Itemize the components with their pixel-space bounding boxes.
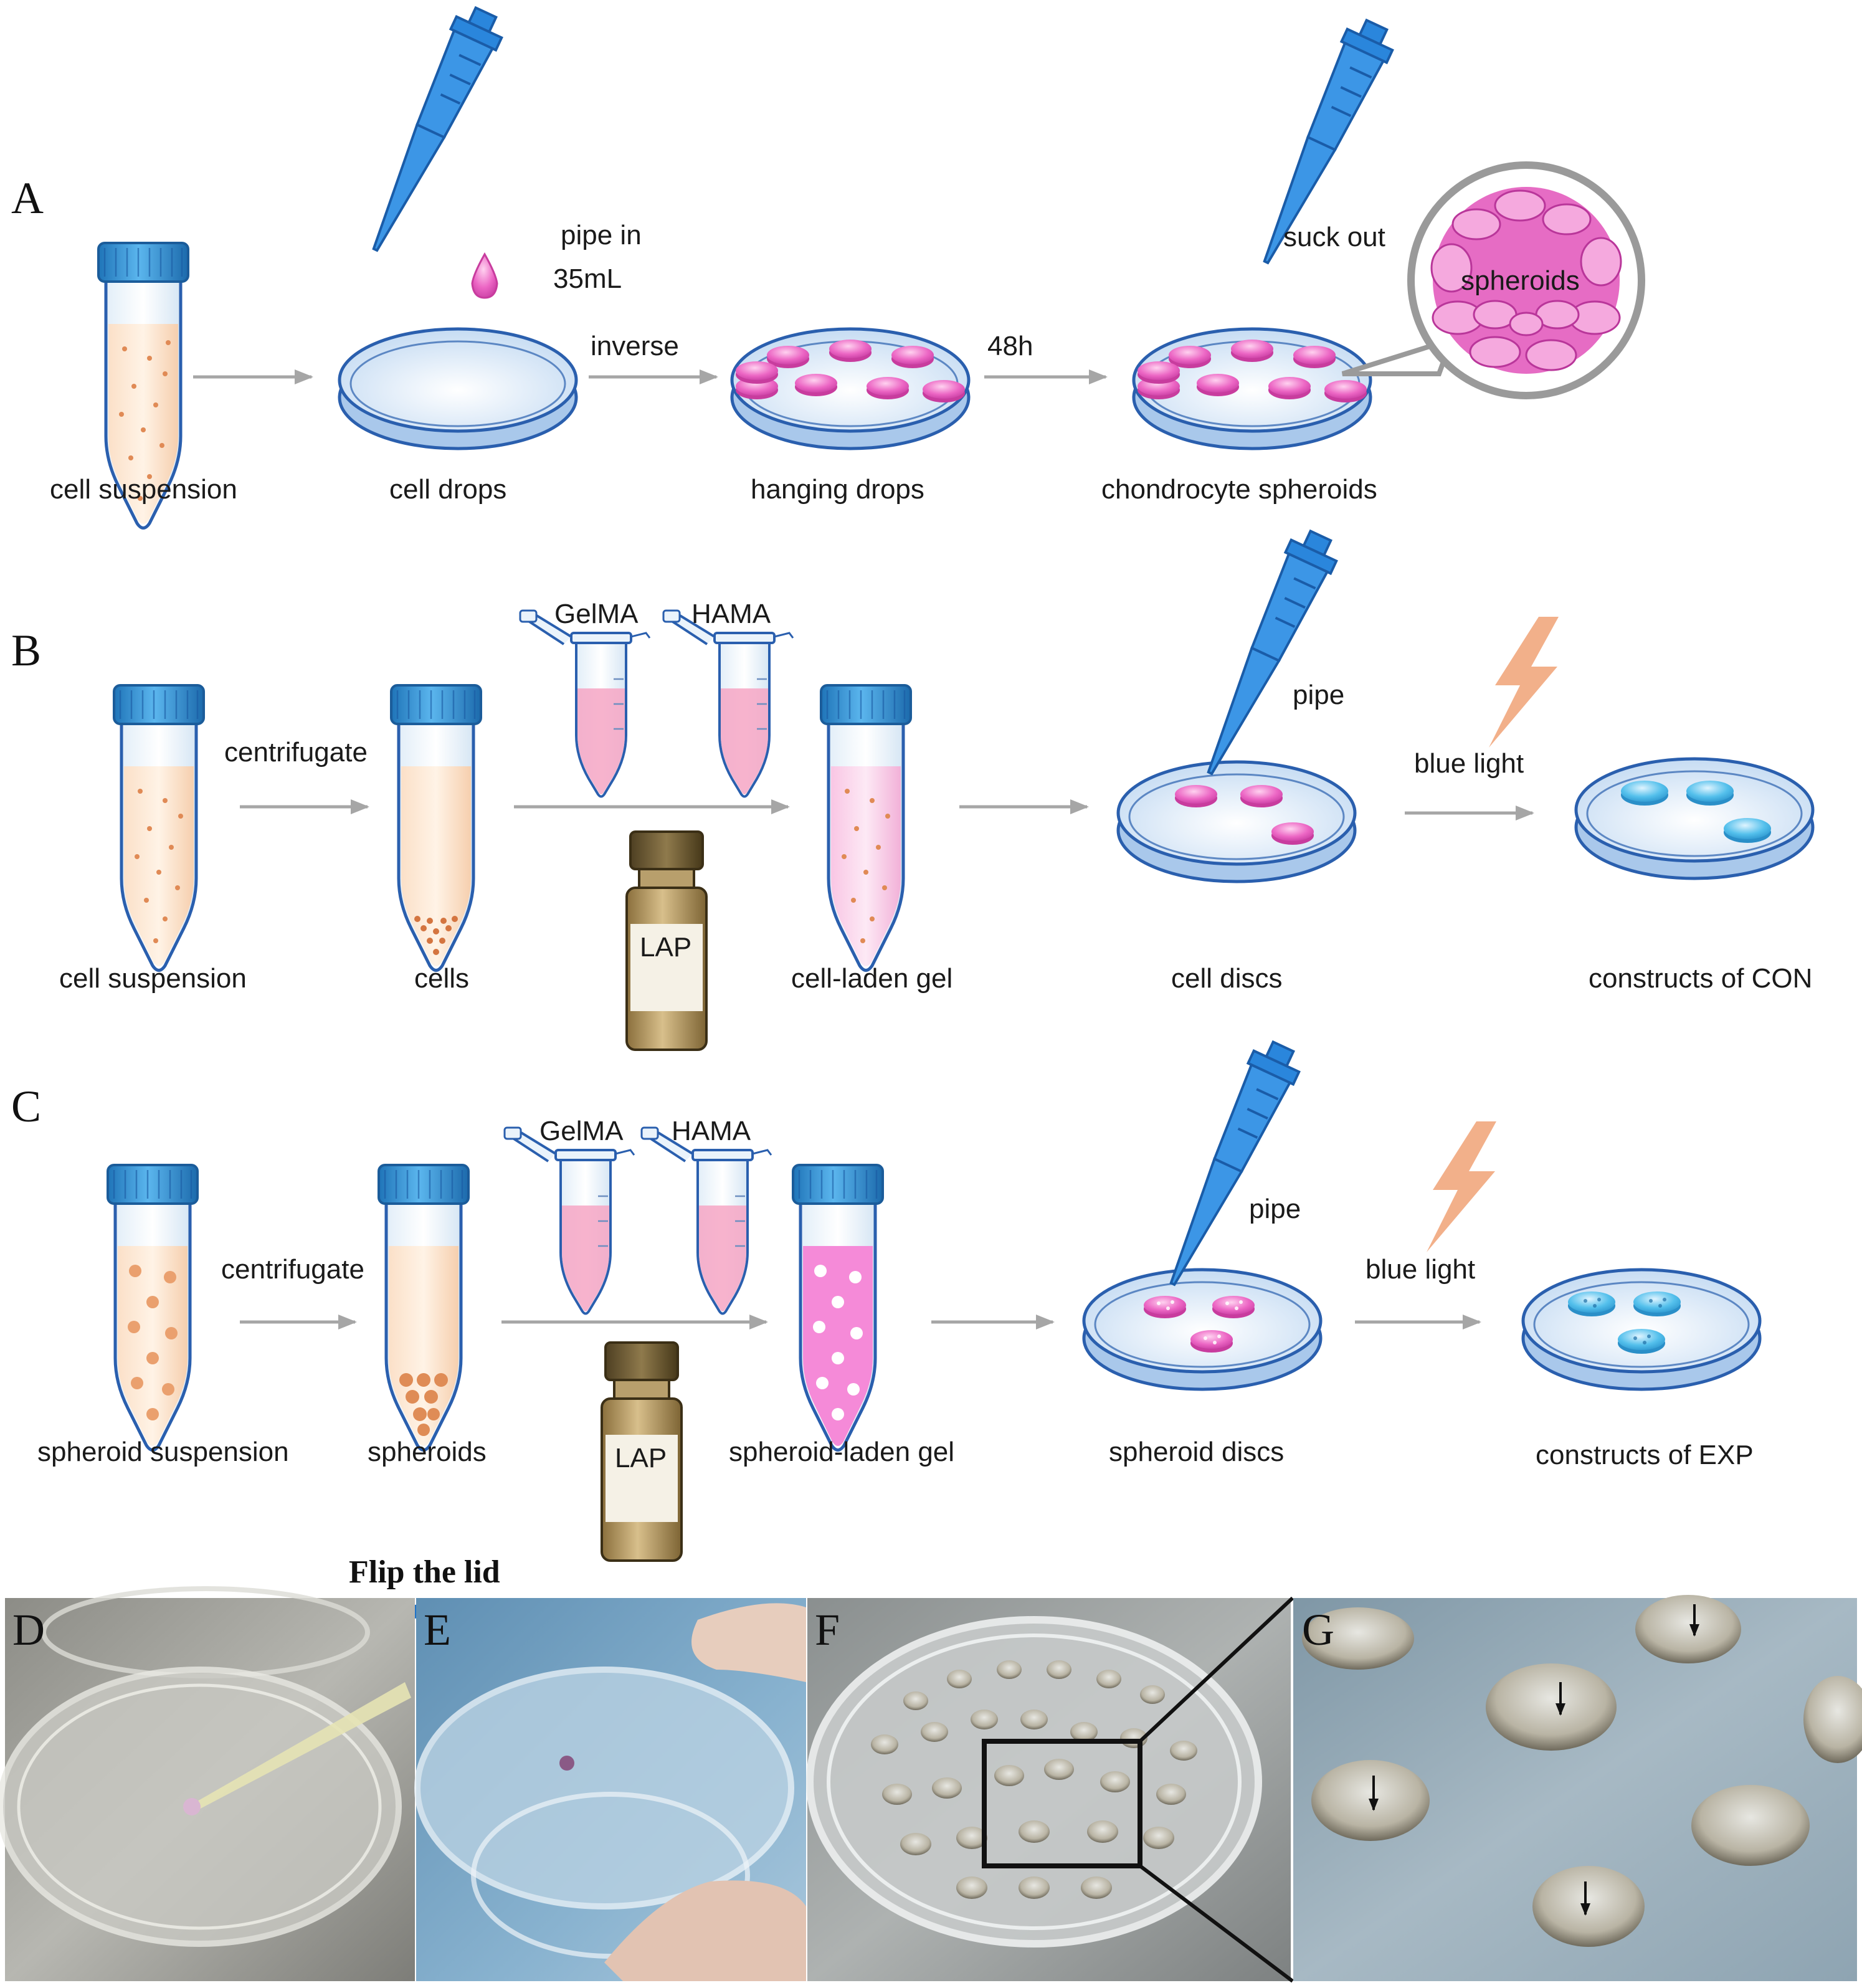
b-cells-tube <box>391 685 481 971</box>
step-b4-label: cell discs <box>1171 963 1283 994</box>
step-c5-label: constructs of EXP <box>1536 1440 1754 1470</box>
b-blue-light-label: blue light <box>1414 748 1524 779</box>
chondrocyte-spheroids-dish <box>1134 329 1370 449</box>
c-spheroids-tube <box>379 1165 468 1450</box>
c-centrifugate-label: centrifugate <box>221 1254 364 1285</box>
c-spheroid-discs-dish <box>1084 1270 1321 1389</box>
b-centrifugate-label: centrifugate <box>224 737 368 768</box>
suck-out-label: suck out <box>1283 222 1385 252</box>
step-c3-label: spheroid-laden gel <box>729 1437 954 1467</box>
photo-g-arrows <box>1369 1604 1699 1916</box>
pipette-icon <box>351 1 510 262</box>
zoom-line-top <box>1138 1596 1294 1743</box>
photo-d: D <box>0 1586 415 1981</box>
pipe-in-label: pipe in <box>561 220 642 250</box>
step-c1-label: spheroid suspension <box>37 1437 289 1467</box>
c-blue-light-label: blue light <box>1366 1254 1475 1285</box>
b-gelma-tube <box>519 609 651 798</box>
panel-a-letter: A <box>11 173 44 223</box>
c-pipe-label: pipe <box>1249 1194 1301 1224</box>
panel-a: A cell suspension pipe in 35mL cell drop… <box>11 1 1645 528</box>
b-pipe-label: pipe <box>1293 680 1344 710</box>
c-lap-label: LAP <box>615 1443 667 1473</box>
panel-c: C spheroid suspension centrifugate spher… <box>11 1035 1760 1562</box>
zoom-box <box>982 1739 1142 1868</box>
step-a1-label: cell suspension <box>50 474 237 505</box>
step-b2-label: cells <box>414 963 469 994</box>
spheroid-cluster <box>1430 187 1622 374</box>
b-gelma-label: GelMA <box>554 599 639 629</box>
b-constructs-dish <box>1576 759 1813 878</box>
b-lightning-icon <box>1489 617 1559 748</box>
step-b5-label: constructs of CON <box>1589 963 1812 994</box>
cell-drops-dish <box>340 329 576 449</box>
photo-e: E <box>414 1598 806 1981</box>
step-a4-label: chondrocyte spheroids <box>1101 474 1377 505</box>
b-cell-suspension-tube <box>114 685 204 971</box>
c-hama-tube <box>640 1126 772 1315</box>
photo-d-letter: D <box>12 1605 45 1655</box>
c-constructs-dish <box>1523 1270 1760 1389</box>
flip-lid-label: Flip the lid <box>349 1554 500 1590</box>
c-spheroid-suspension-tube <box>108 1165 197 1450</box>
step-a2-label: cell drops <box>389 474 506 505</box>
cell-dots <box>119 340 171 501</box>
hanging-drops-dish <box>732 329 969 449</box>
photo-f-letter: F <box>815 1605 840 1655</box>
photo-strip: Flip the lid D E <box>0 1554 1862 1983</box>
time-label: 48h <box>987 331 1033 361</box>
volume-label: 35mL <box>553 264 622 294</box>
spheroids-callout-label: spheroids <box>1461 265 1580 296</box>
photo-g: G <box>1293 1595 1862 1981</box>
b-cell-laden-gel-tube <box>821 685 911 971</box>
step-c4-label: spheroid discs <box>1109 1437 1284 1467</box>
c-pipette-icon <box>1149 1035 1308 1296</box>
step-b1-label: cell suspension <box>59 963 247 994</box>
pink-droplet-icon <box>471 252 498 299</box>
step-a3-label: hanging drops <box>751 474 924 505</box>
b-pipette-icon <box>1186 524 1345 785</box>
panel-c-letter: C <box>11 1082 41 1131</box>
photo-g-letter: G <box>1302 1605 1334 1655</box>
panel-b: B cell suspension centrifugate cells Gel <box>11 524 1813 1051</box>
c-spheroid-laden-gel-tube <box>793 1165 883 1450</box>
photo-e-letter: E <box>424 1605 451 1655</box>
c-hama-label: HAMA <box>672 1116 751 1146</box>
c-lightning-icon <box>1427 1121 1496 1252</box>
c-gelma-tube <box>503 1126 635 1315</box>
c-gelma-label: GelMA <box>539 1116 624 1146</box>
b-lap-label: LAP <box>640 932 691 963</box>
panel-b-letter: B <box>11 625 41 675</box>
cell-suspension-tube <box>98 243 188 528</box>
step-b3-label: cell-laden gel <box>791 963 952 994</box>
b-hama-tube <box>662 609 794 798</box>
zoom-line-bottom <box>1139 1864 1294 1983</box>
b-cell-discs-dish <box>1118 762 1355 882</box>
inverse-label: inverse <box>591 331 679 361</box>
step-c2-label: spheroids <box>368 1437 487 1467</box>
b-hama-label: HAMA <box>691 599 771 629</box>
